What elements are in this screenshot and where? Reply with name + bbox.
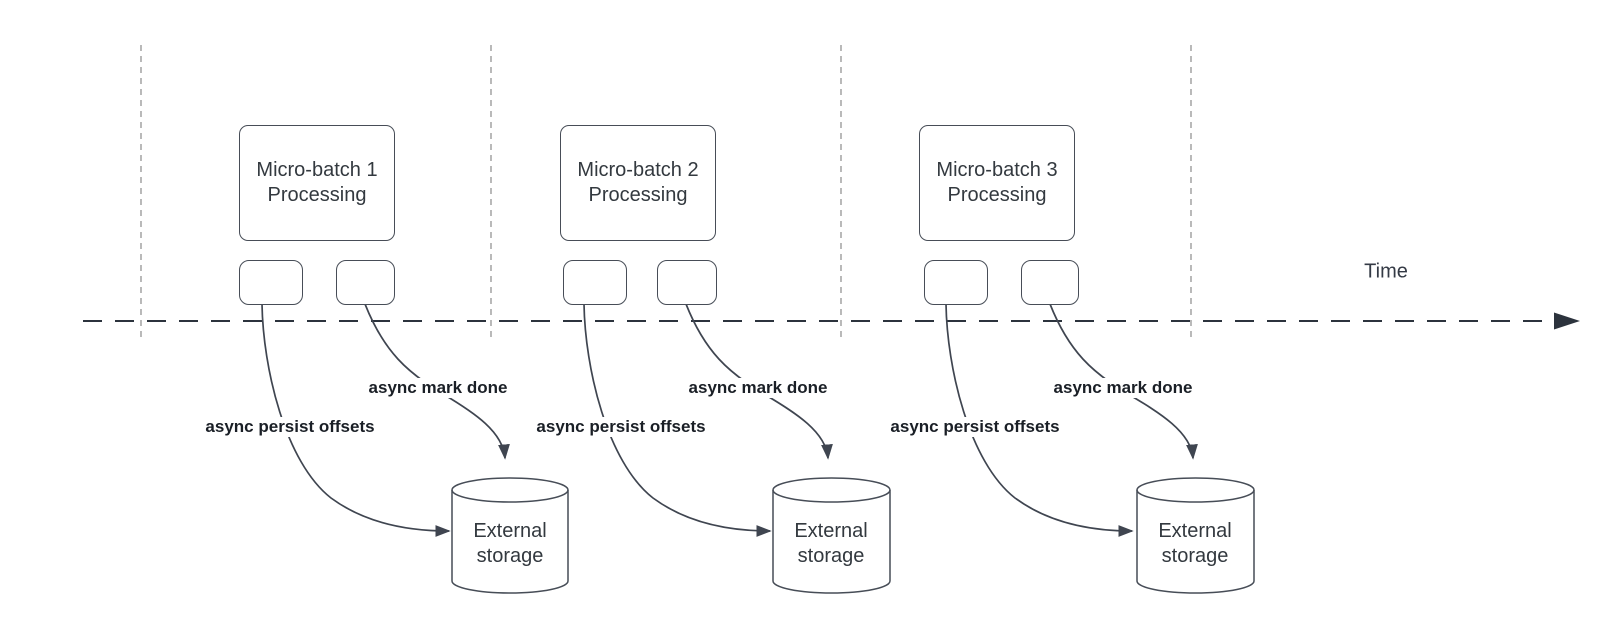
external-storage-label-2-line1: External [794,520,868,542]
micro-batch-3-offsets-task-box [924,260,988,305]
mark-done-label-3: async mark done [1050,378,1196,398]
external-storage-label-1: External storage [450,519,570,569]
micro-batch-2-offsets-task-box [563,260,627,305]
persist-offsets-label-1: async persist offsets [202,417,378,437]
persist-offsets-label-3: async persist offsets [887,417,1063,437]
external-storage-label-3-line2: storage [1161,545,1229,567]
external-storage-label-1-line1: External [473,520,547,542]
micro-batch-1-markdone-task-box [336,260,395,305]
micro-batch-3-label-line2: Processing [947,184,1047,206]
external-storage-cylinder-1 [451,477,569,594]
external-storage-label-3: External storage [1135,519,1255,569]
mark-done-label-2: async mark done [685,378,831,398]
mark-done-label-1: async mark done [365,378,511,398]
external-storage-label-2-line2: storage [797,545,865,567]
external-storage-cylinder-1-rim [451,489,569,503]
micro-batch-2-processing-box: Micro-batch 2 Processing [560,125,716,241]
time-axis-arrowhead-icon [1554,312,1580,330]
micro-batch-3-markdone-task-box [1021,260,1079,305]
micro-batch-2-markdone-task-box [657,260,717,305]
micro-batch-3-processing-box: Micro-batch 3 Processing [919,125,1075,241]
external-storage-cylinder-3 [1136,477,1255,594]
micro-batch-1-processing-box: Micro-batch 1 Processing [239,125,395,241]
external-storage-cylinder-2 [772,477,891,594]
persist-offsets-arrow-1 [261,303,451,537]
external-storage-cylinder-3-rim [1136,489,1255,503]
external-storage-label-1-line2: storage [476,545,544,567]
micro-batch-2-label-line1: Micro-batch 2 [577,159,699,181]
persist-offsets-arrow-3 [945,303,1134,537]
micro-batch-1-label-line2: Processing [267,184,367,206]
micro-batch-1-offsets-task-box [239,260,303,305]
persist-offsets-arrow-2 [583,303,772,537]
micro-batch-1-label-line1: Micro-batch 1 [256,159,378,181]
external-storage-label-3-line1: External [1158,520,1232,542]
micro-batch-3-label-line1: Micro-batch 3 [936,159,1058,181]
micro-batch-2-label-line2: Processing [588,184,688,206]
persist-offsets-label-2: async persist offsets [533,417,709,437]
external-storage-label-2: External storage [771,519,891,569]
time-axis-label: Time [1364,260,1408,283]
external-storage-cylinder-2-rim [772,489,891,503]
